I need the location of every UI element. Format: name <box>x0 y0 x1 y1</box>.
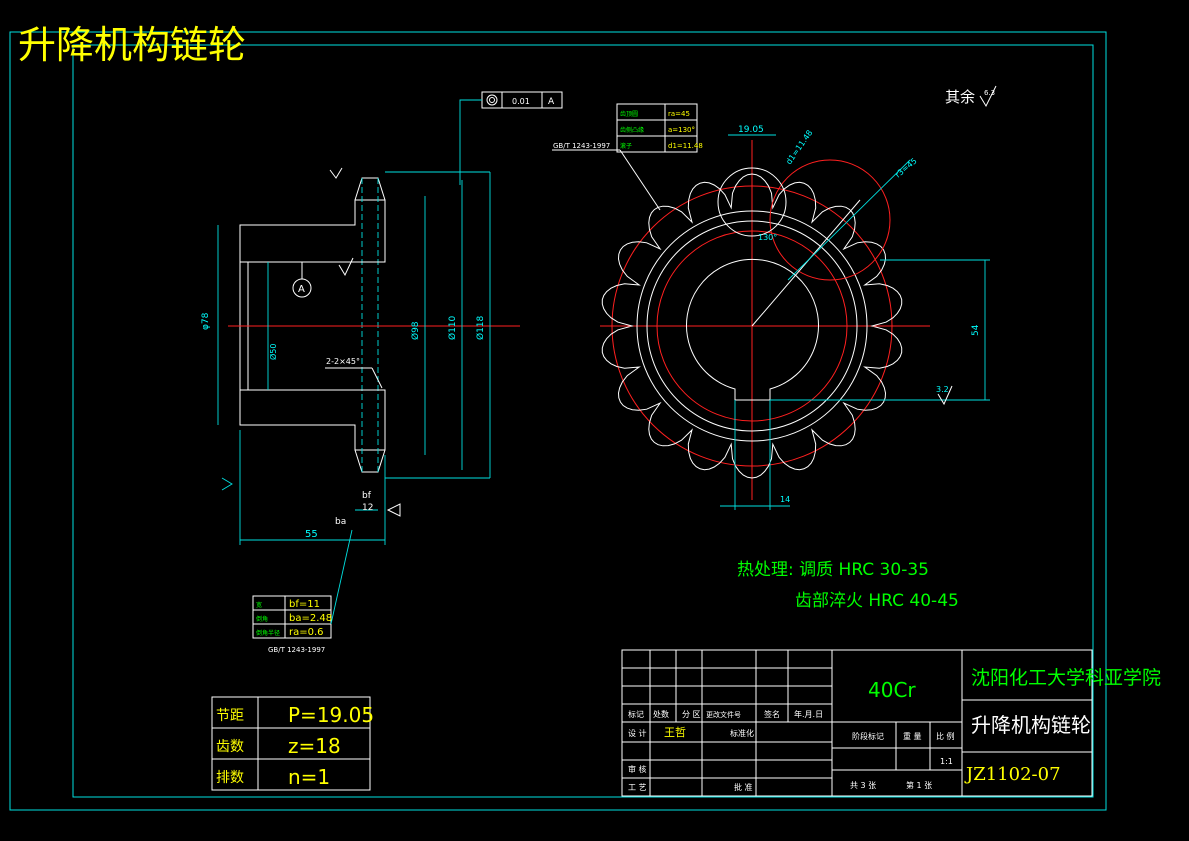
top-table-label: 齿侧凸缘 <box>620 126 644 134</box>
tb-mark-label: 标记 <box>628 709 644 719</box>
surface-other-label: 其余 <box>945 88 975 106</box>
bottom-table-value: bf=11 <box>289 599 320 610</box>
tb-sheet-no: 第 1 张 <box>906 780 932 790</box>
param-label: 排数 <box>216 770 244 786</box>
bottom-table-label: 倒角半径 <box>256 629 280 637</box>
tolerance-value: 0.01 <box>512 97 530 106</box>
inner-border <box>72 44 1094 798</box>
rough-63: 6.3 <box>984 89 995 97</box>
section-view: φ78 Ø50 Ø98 Ø110 Ø118 2-2×45° A 55 12 bf… <box>201 91 563 545</box>
tb-school: 沈阳化工大学科亚学院 <box>971 667 1161 689</box>
tb-process-label: 工 艺 <box>628 783 647 792</box>
tb-review-label: 审 核 <box>628 764 647 774</box>
param-value: n=1 <box>288 765 330 789</box>
tb-sign-label: 签名 <box>764 709 780 719</box>
params-table: 节距 P=19.05 齿数 z=18 排数 n=1 <box>211 696 374 791</box>
gb-label-bottom: GB/T 1243-1997 <box>268 646 325 654</box>
bottom-table-label: 宽 <box>256 601 262 609</box>
dim-ba: ba <box>335 517 346 527</box>
top-table-label: 滚子 <box>620 142 632 150</box>
dim-chamfer: 2-2×45° <box>326 357 360 366</box>
sprocket-teeth <box>601 173 903 479</box>
top-table-label: 齿顶圆 <box>620 110 638 118</box>
top-table-value: a=130° <box>668 126 695 134</box>
top-table-value: ra=45 <box>668 110 690 118</box>
param-value: z=18 <box>288 734 341 758</box>
tb-drawing-no: JZ1102-07 <box>964 764 1061 785</box>
dim-angle130: 130° <box>758 233 777 242</box>
dim-keywidth: 14 <box>780 495 790 504</box>
param-label: 节距 <box>216 708 244 724</box>
dim-d50: Ø50 <box>268 344 278 360</box>
bottom-table-value: ra=0.6 <box>289 627 324 638</box>
dim-d110: Ø110 <box>447 315 458 340</box>
bottom-table-value: ba=2.48 <box>289 613 332 624</box>
dim-bf: bf <box>362 491 372 501</box>
dim-r3: r3=45 <box>894 156 919 179</box>
tb-approve-label: 批 准 <box>734 782 753 792</box>
drawing-title: 升降机构链轮 <box>18 23 246 67</box>
bottom-param-table <box>252 595 332 639</box>
top-table-value: d1=11.48 <box>668 142 703 150</box>
tb-doc-label: 更改文件号 <box>706 710 741 719</box>
heat-treatment-line2: 齿部淬火 HRC 40-45 <box>795 591 959 611</box>
tb-stage-label: 阶段标记 <box>852 731 884 741</box>
tb-sheets-total: 共 3 张 <box>850 781 876 790</box>
title-block: 标记 处数 分 区 更改文件号 签名 年.月.日 设 计 王哲 标准化 审 核 … <box>621 649 1161 797</box>
bottom-table-label: 倒角 <box>256 615 268 623</box>
dim-d78: φ78 <box>201 312 211 330</box>
dim-d1: d1=11.48 <box>784 128 814 166</box>
tb-part-name: 升降机构链轮 <box>971 713 1091 737</box>
tb-material: 40Cr <box>868 678 916 702</box>
gb-label-top: GB/T 1243-1997 <box>553 142 610 150</box>
tb-scale: 1:1 <box>940 757 953 766</box>
tb-date-label: 年.月.日 <box>794 709 823 719</box>
tb-weight-label: 重 量 <box>903 731 922 741</box>
dim-pitch-chord: 19.05 <box>738 125 764 135</box>
dim-d118: Ø118 <box>475 315 486 340</box>
rough-32: 3.2 <box>936 385 949 394</box>
outer-border <box>9 31 1107 811</box>
datum-a-label: A <box>298 284 305 295</box>
tb-designer: 王哲 <box>664 726 686 739</box>
param-label: 齿数 <box>216 739 244 755</box>
tb-zone-label: 分 区 <box>682 710 701 719</box>
dim-w12: 12 <box>362 503 373 513</box>
heat-treatment-line1: 热处理: 调质 HRC 30-35 <box>737 560 929 580</box>
dim-keyway: 54 <box>971 324 981 336</box>
tb-scale-label: 比 例 <box>936 731 955 741</box>
dim-d98: Ø98 <box>410 321 421 340</box>
tb-count-label: 处数 <box>653 709 669 719</box>
tolerance-datum: A <box>548 97 555 107</box>
param-value: P=19.05 <box>288 703 374 727</box>
sprocket-view: 19.05 d1=11.48 r3=45 130° 54 14 3.2 齿顶圆 r… <box>552 103 990 510</box>
tb-standard-label: 标准化 <box>730 728 754 738</box>
tb-designer-label: 设 计 <box>628 728 647 738</box>
top-param-table <box>616 103 698 153</box>
dim-len55: 55 <box>305 529 318 540</box>
